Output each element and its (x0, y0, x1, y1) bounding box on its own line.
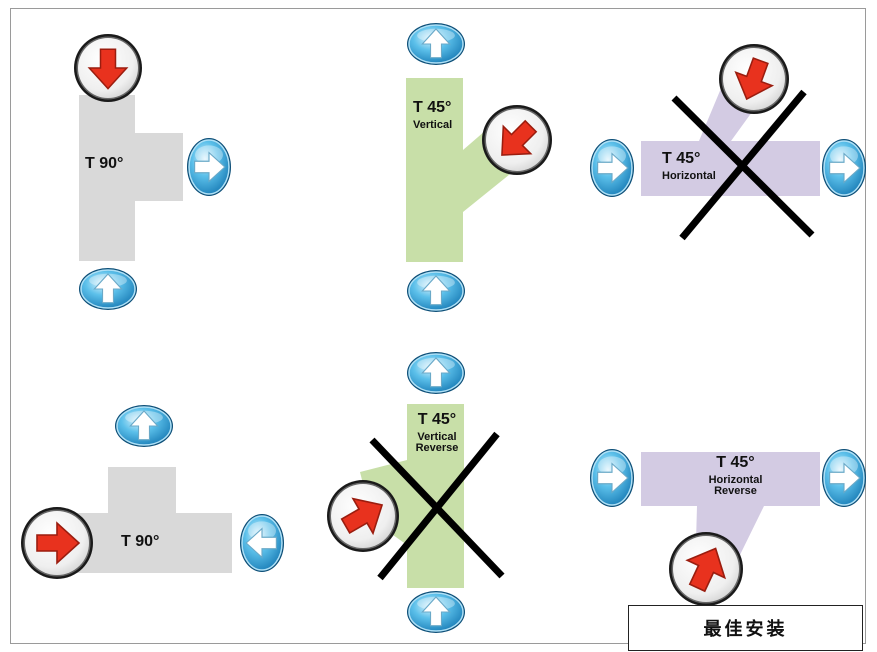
fitting-shape (74, 467, 232, 573)
fitting-title: T 45° (417, 411, 457, 428)
fitting-subtitle: Vertical (413, 118, 453, 131)
fitting-shape (360, 404, 464, 588)
cross-mark-icon (671, 89, 815, 241)
fitting-subtitle-2: Reverse (415, 442, 459, 455)
red-flow-arrow-icon (482, 105, 552, 175)
fitting-shape (641, 86, 820, 196)
blue-flow-arrow-icon (240, 514, 284, 572)
blue-flow-arrow-icon (79, 268, 137, 310)
panel-t90-top (79, 95, 183, 261)
fitting-title: T 90° (85, 155, 124, 172)
blue-flow-arrow-icon (822, 139, 866, 197)
fitting-subtitle: Horizontal (662, 169, 716, 182)
blue-flow-arrow-icon (407, 270, 465, 312)
fitting-subtitle: Horizontal (708, 473, 763, 486)
fitting-title: T 90° (121, 533, 160, 550)
panel-t90-bottom (74, 467, 232, 573)
fitting-label: T 45° Horizontal (662, 150, 716, 182)
fitting-shape (79, 95, 183, 261)
red-flow-arrow-icon (719, 44, 789, 114)
red-flow-arrow-icon (669, 532, 743, 606)
blue-flow-arrow-icon (590, 449, 634, 507)
panel-t45-horizontal-reverse (641, 452, 820, 563)
blue-flow-arrow-icon (115, 405, 173, 447)
fitting-title: T 45° (413, 99, 452, 116)
panel-t45-vertical-reverse (360, 404, 464, 588)
fitting-label: T 45° Horizontal Reverse (688, 454, 783, 498)
fitting-subtitle-2: Reverse (714, 485, 757, 498)
blue-flow-arrow-icon (407, 352, 465, 394)
blue-flow-arrow-icon (407, 23, 465, 65)
fitting-shape (406, 78, 515, 262)
cross-mark-icon (369, 431, 505, 581)
red-flow-arrow-icon (74, 34, 142, 102)
blue-flow-arrow-icon (407, 591, 465, 633)
panel-t45-vertical (406, 78, 515, 262)
best-installation-label: 最佳安装 (628, 605, 863, 651)
panel-t45-horizontal (641, 86, 820, 196)
fitting-title: T 45° (716, 454, 755, 471)
fitting-label: T 90° (85, 155, 124, 173)
blue-flow-arrow-icon (590, 139, 634, 197)
blue-flow-arrow-icon (822, 449, 866, 507)
red-flow-arrow-icon (327, 480, 399, 552)
fitting-label: T 90° (121, 533, 160, 551)
red-flow-arrow-icon (21, 507, 93, 579)
fitting-shape (641, 452, 820, 563)
fitting-subtitle: Vertical (417, 430, 457, 443)
fitting-label: T 45° Vertical (413, 99, 453, 131)
blue-flow-arrow-icon (187, 138, 231, 196)
fitting-title: T 45° (662, 150, 701, 167)
fitting-label: T 45° Vertical Reverse (408, 411, 466, 455)
flow-icons (21, 23, 866, 633)
